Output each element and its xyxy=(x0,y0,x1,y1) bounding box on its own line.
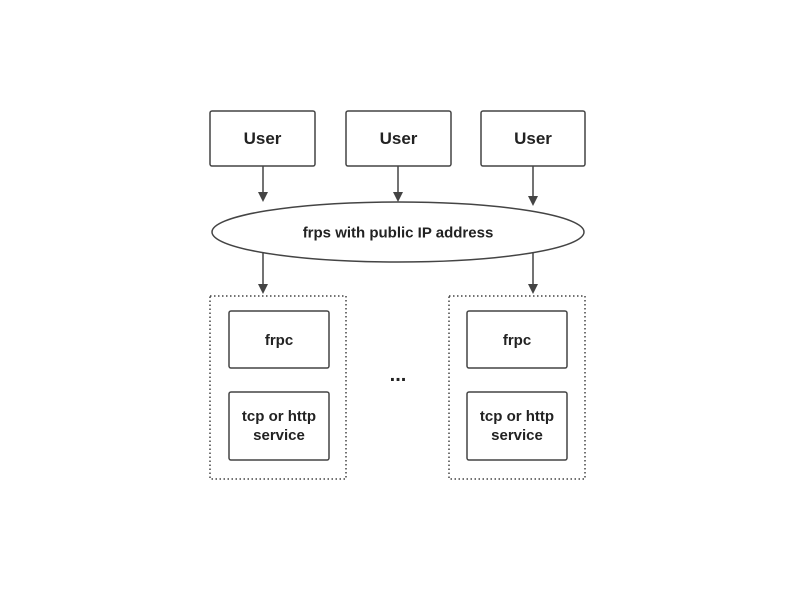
service-label-line2: service xyxy=(253,427,305,444)
user-node-1: User xyxy=(209,110,316,167)
user-label: User xyxy=(244,129,282,148)
frps-server-node: frps with public IP address xyxy=(211,201,585,263)
frpc-node-2: frpc xyxy=(466,310,568,369)
service-label-line2: service xyxy=(491,427,543,444)
frpc-label: frpc xyxy=(503,332,531,349)
user-label: User xyxy=(380,129,418,148)
service-label-line1: tcp or http xyxy=(242,408,316,425)
frpc-label: frpc xyxy=(265,332,293,349)
user-label: User xyxy=(514,129,552,148)
client-group-1: frpc tcp or http service xyxy=(209,295,347,480)
service-node-2: tcp or http service xyxy=(466,391,568,461)
service-label-line1: tcp or http xyxy=(480,408,554,425)
frpc-node-1: frpc xyxy=(228,310,330,369)
user-node-3: User xyxy=(480,110,586,167)
more-clients-ellipsis: ... xyxy=(390,364,407,386)
user-node-2: User xyxy=(345,110,452,167)
service-node-1: tcp or http service xyxy=(228,391,330,461)
frps-label: frps with public IP address xyxy=(303,225,494,242)
client-group-2: frpc tcp or http service xyxy=(448,295,586,480)
